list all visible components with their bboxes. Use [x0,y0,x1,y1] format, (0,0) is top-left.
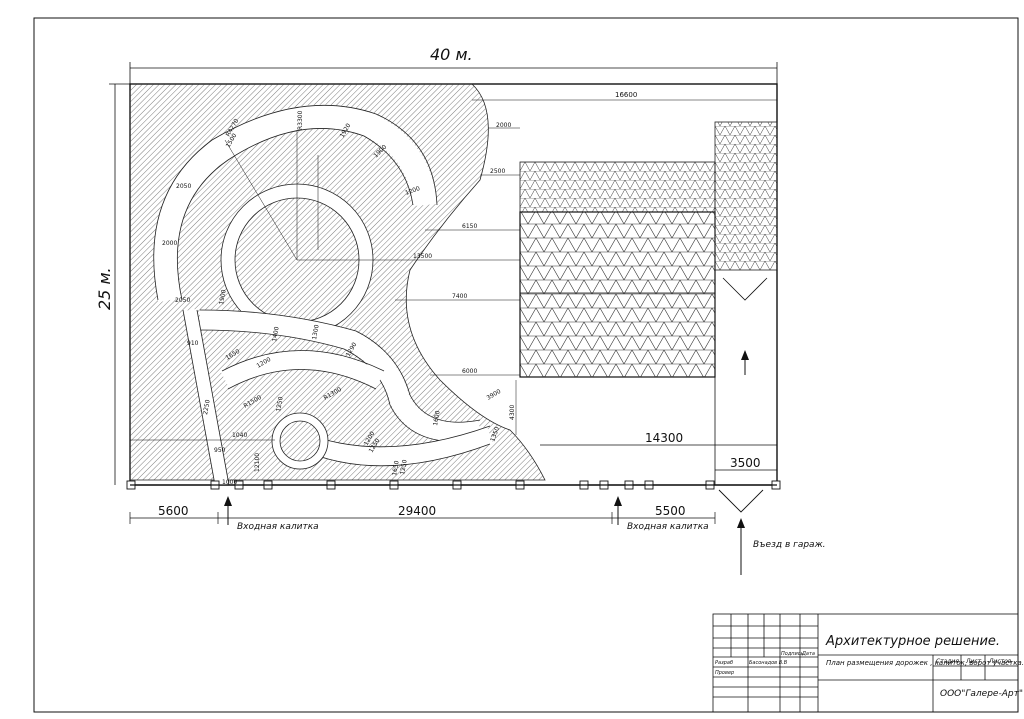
gate-right-label: Входная калитка [627,522,709,532]
dim-inner: 910 [187,340,199,347]
dim-inner: 2500 [490,168,505,175]
dim-bottom-0: 5600 [158,504,189,518]
dim-inner: 6150 [462,223,477,230]
dim-inner: 2050 [176,183,191,190]
sign-header-date: Дата [801,651,815,657]
dim-inner: 1900 [218,289,228,305]
dim-inner: 4300 [509,405,516,420]
dim-inner: 1250 [275,396,285,412]
dim-inner: 7400 [452,293,467,300]
dim-inner: 1040 [232,432,247,439]
dim-right-0: 14300 [645,431,683,445]
title-block [712,613,1019,713]
inner-dimension-labels: R4270 R3300 1500 1920 1900 1200 2050 200… [162,110,516,486]
col-header-sheet: Лист [965,658,982,665]
height-label: 25 м. [95,267,114,310]
dim-inner: 1400 [271,326,281,342]
garage-entry-label: Въезд в гараж. [753,540,826,550]
title-block-company: ООО"Галере-Арт" [940,689,1023,699]
small-circle-lawn [279,420,321,462]
dim-inner: 1650 [391,460,401,476]
sheet-frame [33,17,1019,713]
dim-inner: 950 [214,447,226,454]
garden-path-arc [153,104,437,303]
title-block-description-text: План размещения дорожек , калиток, ворот… [826,659,1024,667]
dim-inner: 12100 [254,453,261,472]
dim-inner: 13500 [413,253,432,260]
dim-inner: 3900 [486,388,503,402]
gate-left-label: Входная калитка [237,522,319,532]
dim-inner: 2250 [202,399,212,415]
sign-header-signature: Подпись [781,651,804,657]
dim-inner: 1350 [489,426,501,443]
dim-inner: 2000 [162,240,177,247]
dim-inner: 1200 [404,185,421,197]
dim-right-1: 3500 [730,456,761,470]
dim-inner: 1300 [311,324,321,340]
width-label: 40 м. [430,45,473,64]
dim-inner: 6000 [462,368,477,375]
dim-inner: 2000 [496,122,511,129]
dim-inner: 1250 [399,459,409,475]
dim-top-right: 16600 [615,91,637,99]
col-header-stage: Стадия [936,658,959,665]
dim-inner: 1600 [432,410,442,426]
dim-bottom-1: 29400 [398,504,436,518]
garden-path-curve [199,310,482,442]
dim-inner: 2050 [175,297,190,304]
terrace [519,161,716,213]
row-label-checker: Провер [715,670,734,676]
dim-inner: R3300 [297,110,304,130]
row-label-developer: Разраб [715,660,733,666]
title-block-description: План размещения дорожек , калиток, ворот… [826,659,1024,667]
garage [714,121,778,271]
title-block-title: Архитектурное решение. [825,634,1000,649]
dim-inner: 1000 [222,479,237,486]
dim-bottom-2: 5500 [655,504,686,518]
col-header-sheets: Листов [988,658,1012,665]
house [519,211,716,378]
developer-name: Басонадов В.В [749,660,788,666]
